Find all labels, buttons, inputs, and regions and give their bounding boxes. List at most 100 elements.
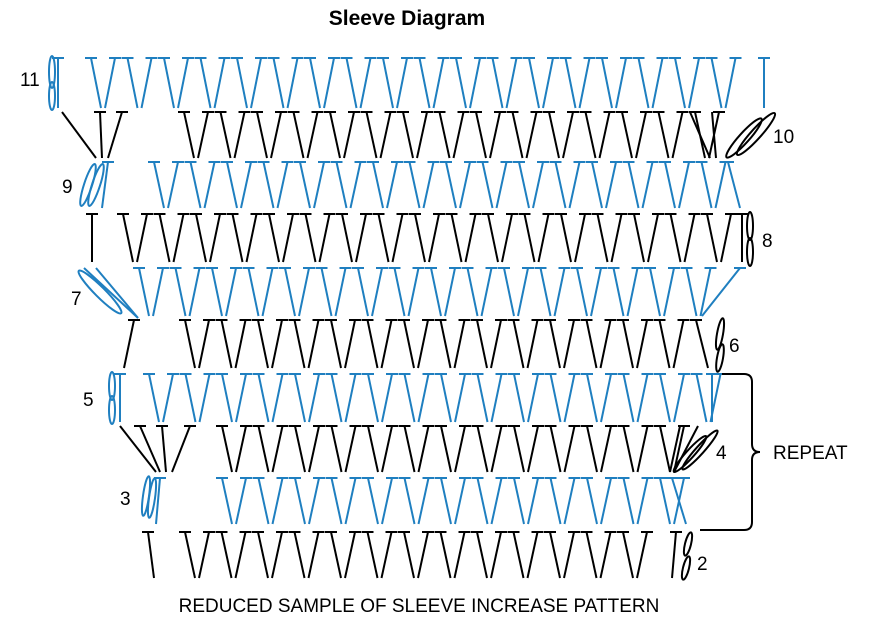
- row-label-6: 6: [729, 336, 740, 357]
- row9-stitch-1-right-post: [167, 161, 179, 209]
- row9-stitch-14-left-post: [627, 161, 640, 209]
- row4-stitch-6-left-post: [403, 425, 416, 473]
- row5-stitch-3-left-post: [221, 373, 233, 423]
- row9-stitch-10-left-post: [481, 161, 494, 209]
- row10-stitch-1-right-post: [197, 111, 209, 159]
- row6-stitch-9-left-post: [476, 319, 488, 369]
- row4-stitch-6-right-post: [417, 425, 430, 473]
- row6-stitch-11-right-post: [563, 319, 575, 369]
- row7-stitch-2-left-post: [174, 267, 187, 317]
- row9-stitch-2-right-post: [203, 161, 216, 209]
- row-label-2: 2: [697, 554, 708, 575]
- row5-stitch-7-left-post: [367, 373, 379, 423]
- row6-stitch-5-right-post: [344, 319, 356, 369]
- row11-stitch-4-right-post: [213, 57, 226, 109]
- row3-stitch-2-left-post: [257, 477, 270, 525]
- diagram-caption: REDUCED SAMPLE OF SLEEVE INCREASE PATTER…: [179, 596, 660, 617]
- row10-stitch-6-right-post: [379, 111, 392, 159]
- diagram-title: Sleeve Diagram: [329, 7, 485, 30]
- row11-stitch-16-right-post: [651, 57, 664, 109]
- row9-chain-b-loop-1: [87, 163, 105, 207]
- row11-stitch-17-right-post: [688, 57, 700, 109]
- row10-end-b: [711, 111, 717, 159]
- row4-stitch-3-right-post: [308, 425, 320, 473]
- row2-stitch-5-left-post: [330, 531, 342, 579]
- row4-stitch-11-left-post: [586, 425, 598, 473]
- row9-stitch-13-right-post: [605, 161, 617, 209]
- row2-stitch-11-right-post: [563, 531, 575, 579]
- row8-stitch-1-right-post: [136, 213, 148, 263]
- row5-stitch-5-right-post: [308, 373, 320, 423]
- row6-stitch-11-left-post: [549, 319, 561, 369]
- row9-stitch-6-right-post: [349, 161, 362, 209]
- row11-stitch-5-left-post: [236, 57, 248, 109]
- row8-stitch-6-left-post: [304, 213, 317, 263]
- row3-stitch-9-right-post: [527, 477, 539, 525]
- row8-stitch-3-right-post: [209, 213, 221, 263]
- row5-stitch-12-right-post: [563, 373, 576, 423]
- row11-stitch-2-left-post: [126, 57, 139, 109]
- row9-stitch-2-left-post: [189, 161, 202, 209]
- row4-stitch-12-right-post: [636, 425, 649, 473]
- row7-stitch-12-right-post: [553, 267, 566, 317]
- row8-stitch-15-right-post: [647, 213, 659, 263]
- row9-stitch-15-right-post: [678, 161, 690, 209]
- row4-end-a: [669, 425, 681, 473]
- row7-stitch-16-right-post: [699, 267, 712, 317]
- row10-first-post: [99, 111, 103, 159]
- row11-stitch-5-right-post: [250, 57, 262, 109]
- row6-stitch-7-left-post: [403, 319, 415, 369]
- row5-stitch-15-left-post: [659, 373, 671, 423]
- row2-stitch-5-right-post: [344, 531, 356, 579]
- row2-end-post: [671, 531, 677, 579]
- row4-stitch-7-right-post: [454, 425, 466, 473]
- row10-chain-b-loop-1: [725, 117, 763, 159]
- row7-chain-loop-1: [77, 269, 123, 315]
- row-label-10: 10: [773, 127, 794, 148]
- row8-stitch-12-right-post: [537, 213, 550, 263]
- row2-first-post: [147, 531, 155, 579]
- row9-stitch-4-left-post: [262, 161, 275, 209]
- row4-stitch-2-left-post: [257, 425, 270, 473]
- row8-stitch-12-left-post: [523, 213, 536, 263]
- row10-chain-loop-1: [735, 111, 777, 157]
- row6-stitch-6-left-post: [366, 319, 379, 369]
- row4-stitch-2-right-post: [271, 425, 284, 473]
- row7-stitch-15-left-post: [649, 267, 661, 317]
- row2-stitch-8-left-post: [439, 531, 452, 579]
- row9-stitch-7-left-post: [372, 161, 384, 209]
- row4-stitch-4-right-post: [344, 425, 357, 473]
- row10-stitch-4-right-post: [306, 111, 319, 159]
- row9-stitch-12-left-post: [554, 161, 567, 209]
- row10-stitch-11-right-post: [562, 111, 574, 159]
- row3-stitch-1-right-post: [235, 477, 247, 525]
- row7-stitch-3-right-post: [225, 267, 237, 317]
- row10-stitch-3-right-post: [270, 111, 282, 159]
- row10-end-a: [689, 111, 711, 159]
- row2-stitch-1-left-post: [184, 531, 196, 579]
- row3-stitch-8-left-post: [476, 477, 489, 525]
- row11-stitch-1-left-post: [90, 57, 102, 109]
- row8-stitch-8-right-post: [391, 213, 404, 263]
- row3-stitch-11-left-post: [586, 477, 598, 525]
- row7-stitch-8-left-post: [393, 267, 406, 317]
- row7-stitch-5-right-post: [298, 267, 310, 317]
- row7-stitch-13-right-post: [590, 267, 602, 317]
- row2-stitch-10-left-post: [512, 531, 525, 579]
- row11-stitch-14-right-post: [578, 57, 591, 109]
- row5-stitch-10-left-post: [476, 373, 489, 423]
- row5-stitch-8-right-post: [417, 373, 430, 423]
- row8-chain-b-loop-1: [746, 237, 754, 267]
- row4-stitch-9-right-post: [527, 425, 539, 473]
- row7-stitch-1-left-post: [138, 267, 150, 317]
- row7-stitch-8-right-post: [407, 267, 420, 317]
- row8-stitch-17-left-post: [706, 213, 718, 263]
- row10-stitch-13-left-post: [621, 111, 633, 159]
- row6-stitch-10-left-post: [512, 319, 525, 369]
- row8-stitch-3-left-post: [195, 213, 207, 263]
- row5-stitch-15-right-post: [673, 373, 685, 423]
- row3-stitch-13-left-post: [659, 477, 671, 525]
- row6-stitch-14-left-post: [658, 319, 671, 369]
- row6-stitch-10-right-post: [526, 319, 539, 369]
- row11-stitch-13-right-post: [542, 57, 554, 109]
